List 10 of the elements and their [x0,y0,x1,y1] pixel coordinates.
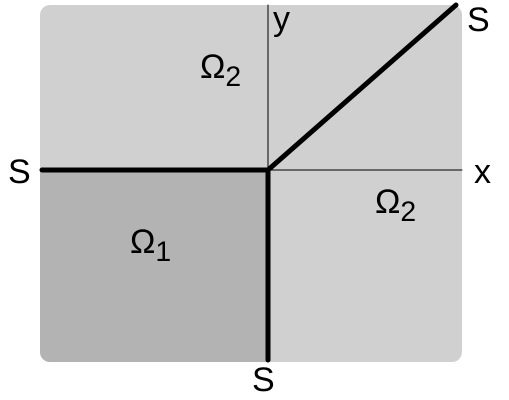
boundary-label: S [8,155,31,189]
region-label: Ω$_{1}$ [130,225,172,266]
region-label: Ω$_{2}$ [200,50,242,92]
region-label: Ω$_{2}$ [375,185,416,226]
axis-label: y [273,2,290,36]
boundary-label: S [467,3,490,37]
region [40,170,268,362]
boundary-label: S [252,363,275,397]
axis-label: x [474,155,491,189]
region [40,5,462,362]
